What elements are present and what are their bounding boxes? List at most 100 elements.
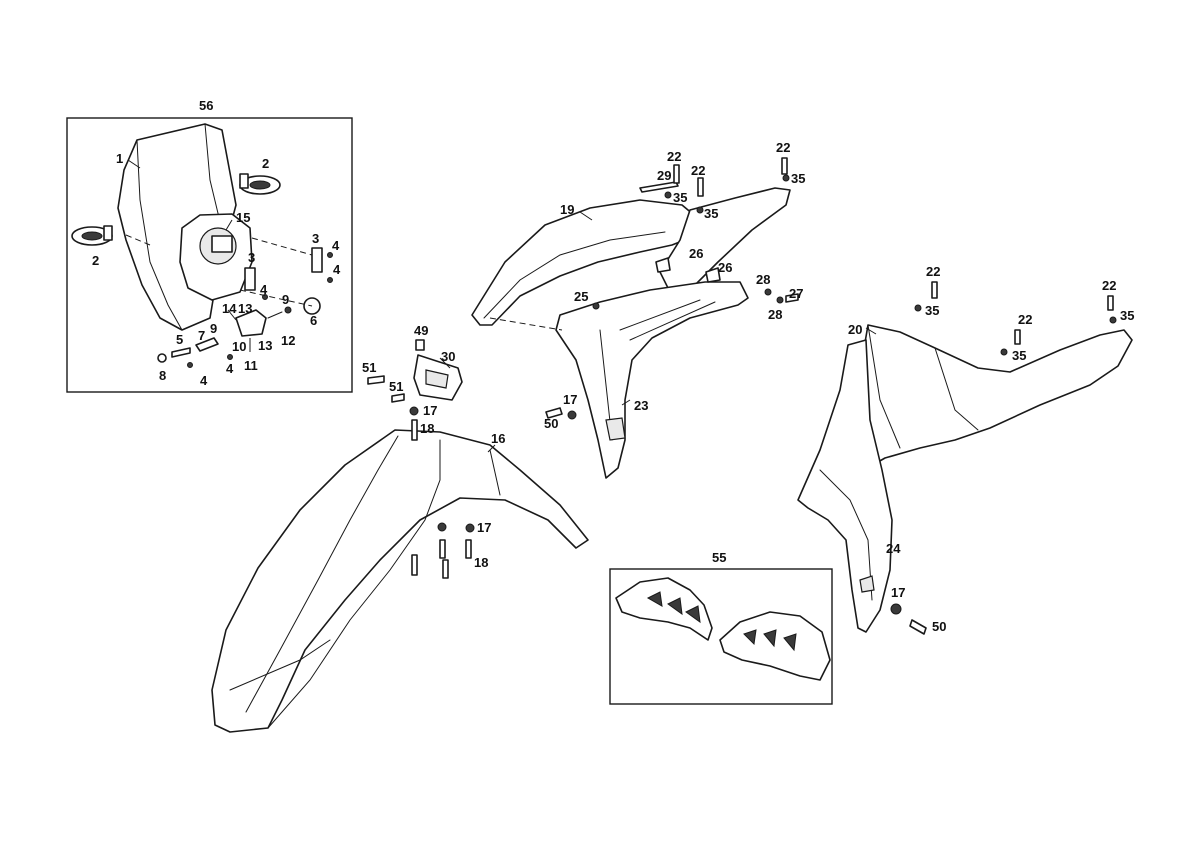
callout-17b: 17 (477, 520, 491, 535)
hand-guard-right (719, 611, 831, 681)
leader-14 (227, 309, 237, 321)
callout-3b: 3 (248, 250, 255, 265)
nut-part-8 (157, 353, 167, 363)
callout-51b: 51 (389, 379, 403, 394)
bolt-part-51b (391, 393, 405, 403)
screw-part-12 (267, 311, 283, 319)
washer-part-17b (465, 523, 475, 533)
side-panel-group (471, 157, 799, 479)
hand-guard-frame (609, 568, 833, 705)
bolt-part-22b (697, 177, 704, 197)
callout-50b: 50 (932, 619, 946, 634)
bolt-part-22a (673, 164, 680, 184)
callout-7: 7 (198, 328, 205, 343)
bolt-part-18a (411, 419, 418, 441)
callout-22e: 22 (1018, 312, 1032, 327)
callout-4a: 4 (333, 262, 341, 277)
callout-35c: 35 (791, 171, 805, 186)
fairing-edge-line (136, 139, 183, 331)
callout-35b: 35 (704, 206, 718, 221)
headlight-assembly-frame (66, 117, 353, 393)
callout-17d: 17 (891, 585, 905, 600)
callout-51a: 51 (362, 360, 376, 375)
screw-part-5 (171, 347, 191, 358)
bolt-part-22d (931, 281, 938, 299)
callout-29: 29 (657, 168, 671, 183)
callout-26b: 26 (718, 260, 732, 275)
washer-part-35f (1109, 316, 1117, 324)
bracket-part-13 (235, 309, 267, 337)
washer-part-35c (782, 174, 790, 182)
shroud-grille-1 (619, 299, 701, 331)
fender-ridge-1 (245, 435, 399, 713)
hand-guard-left-vent-2 (667, 597, 683, 616)
bolt-part-22c (781, 157, 788, 175)
clamp-right (239, 173, 281, 195)
leader-15 (225, 219, 233, 231)
assembly-line-d (489, 317, 563, 331)
front-fender-group (211, 339, 589, 733)
screw-part-27 (785, 293, 799, 303)
clip-part-26a (655, 257, 671, 273)
bracket-part-3a (311, 247, 323, 273)
fastener-part-4e (327, 277, 333, 283)
shroud-mount (605, 417, 626, 441)
callout-8: 8 (159, 368, 166, 383)
callout-22f: 22 (1102, 278, 1116, 293)
callout-22b: 22 (691, 163, 705, 178)
hand-guard-right-vent-3 (783, 633, 797, 652)
hand-guard-left-vent-1 (646, 591, 663, 607)
callout-26a: 26 (689, 246, 703, 261)
callout-28b: 28 (768, 307, 782, 322)
side-panel-20 (847, 324, 1133, 489)
fastener-part-4d (187, 362, 193, 368)
callout-35e: 35 (1012, 348, 1026, 363)
callout-22a: 22 (667, 149, 681, 164)
callout-11: 11 (244, 358, 258, 373)
right-panel-group (797, 281, 1133, 635)
assembly-line-b (239, 289, 313, 307)
washer-part-17a (409, 406, 419, 416)
callout-10: 10 (232, 339, 246, 354)
callout-2a: 2 (262, 156, 269, 171)
headlight-socket (211, 235, 233, 253)
callout-13a: 13 (238, 301, 252, 316)
callout-20: 20 (848, 322, 862, 337)
lower-shroud-24 (797, 339, 893, 633)
bolt-part-18b (465, 539, 472, 559)
callout-25: 25 (574, 289, 588, 304)
panel-20-inner-2 (934, 347, 979, 431)
callout-35f: 35 (1120, 308, 1134, 323)
bolt-part-18e (442, 559, 449, 579)
callout-17c: 17 (563, 392, 577, 407)
callout-6: 6 (310, 313, 317, 328)
fastener-part-4a (327, 252, 333, 258)
adjuster-part-7 (195, 337, 219, 352)
panel-20-inner-1 (867, 324, 901, 449)
callout-19: 19 (560, 202, 574, 217)
clamp-left (71, 225, 113, 246)
callout-56: 56 (199, 98, 213, 113)
callout-35d: 35 (925, 303, 939, 318)
fairing-inner-line (204, 123, 223, 231)
callout-3a: 3 (312, 231, 319, 246)
bolt-part-50b (909, 619, 927, 635)
bolt-part-50a (545, 407, 563, 419)
callout-28a: 28 (756, 272, 770, 287)
fender-ridge-3 (489, 449, 501, 496)
bolt-part-49 (415, 339, 425, 351)
assembly-line-a (251, 237, 313, 256)
bolt-part-22f (1107, 295, 1114, 311)
front-fender (211, 429, 589, 733)
callout-15: 15 (236, 210, 250, 225)
callout-2b: 2 (92, 253, 99, 268)
callout-22d: 22 (926, 264, 940, 279)
assembly-line-c (125, 234, 151, 246)
washer-part-17e (890, 603, 902, 615)
washer-part-9 (284, 306, 292, 314)
callout-49: 49 (414, 323, 428, 338)
shroud-24-inner (819, 469, 873, 601)
callout-16: 16 (491, 431, 505, 446)
callout-22c: 22 (776, 140, 790, 155)
